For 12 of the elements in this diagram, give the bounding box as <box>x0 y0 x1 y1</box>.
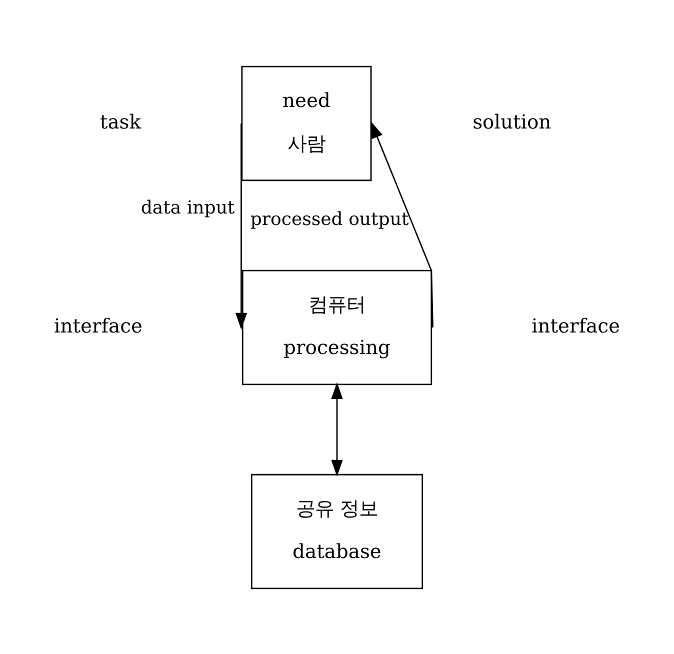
node-box: 컴퓨터 processing <box>242 269 432 385</box>
arrow <box>370 121 434 328</box>
edge-label: data input <box>140 196 235 218</box>
label: task <box>100 110 142 134</box>
arrow <box>235 122 248 330</box>
arrow <box>331 382 343 476</box>
label: interface <box>532 314 620 338</box>
label: interface <box>54 314 142 338</box>
node-box: need 사람 <box>241 65 372 181</box>
node-box: 공유 정보 database <box>250 473 424 589</box>
edge-label: processed output <box>250 208 409 230</box>
label: solution <box>472 110 552 134</box>
